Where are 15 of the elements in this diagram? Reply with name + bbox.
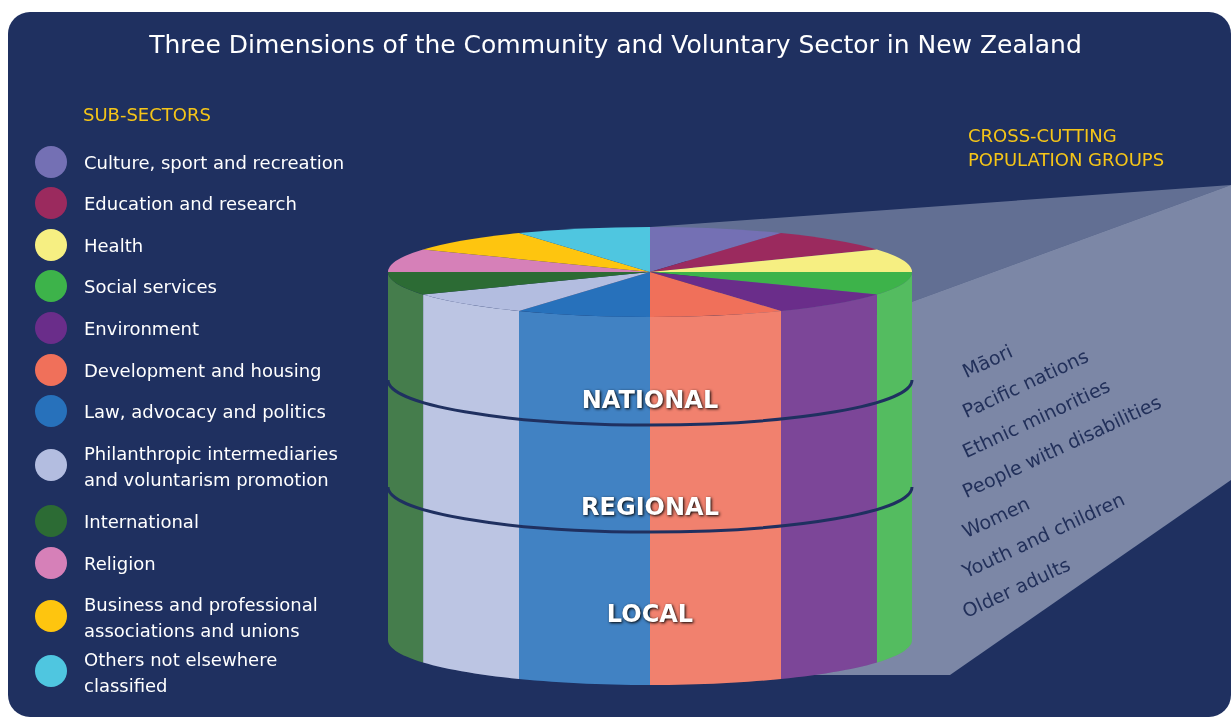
legend-label: Business and professional associations and unions — [84, 593, 319, 643]
legend-label: Others not elsewhere classified — [84, 648, 279, 698]
legend-label: Environment — [84, 317, 200, 341]
diagram-title: Three Dimensions of the Community and Voluntary Sector in New Zealand — [148, 30, 1083, 59]
legend-label: Education and research — [84, 192, 298, 216]
legend-label: Philanthropic intermediaries and voluntarism promotion — [84, 442, 339, 492]
legend-label: International — [84, 510, 200, 534]
legend-label: Development and housing — [84, 359, 323, 383]
legend-label: Health — [84, 234, 145, 258]
legend-label: Social services — [84, 275, 218, 299]
legend-label: Law, advocacy and politics — [84, 400, 327, 424]
legend-label: Culture, sport and recreation — [84, 151, 346, 175]
section-heading: CROSS-CUTTING POPULATION GROUPS — [968, 124, 1166, 172]
section-heading: SUB-SECTORS — [83, 104, 211, 125]
legend-label: Religion — [84, 552, 157, 576]
